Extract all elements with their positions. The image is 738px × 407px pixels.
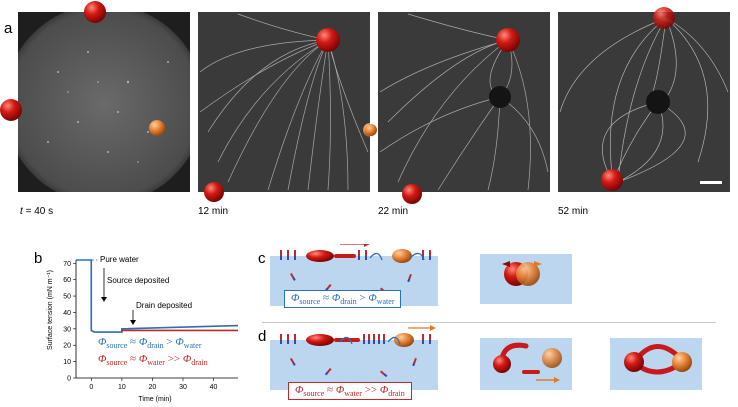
source-drop-c	[306, 250, 334, 262]
annotation-source: Source deposited	[107, 276, 169, 285]
panel-d-schematic	[270, 325, 702, 390]
source-drop-6	[601, 169, 623, 191]
source-film-c	[334, 254, 356, 258]
time-prefix: t =	[20, 206, 35, 217]
drain-blob-d	[542, 348, 562, 368]
panel-a-drops	[0, 1, 722, 204]
y-tick-label: 0	[67, 376, 71, 383]
merged-drain-c	[516, 262, 540, 286]
micro-frame-4	[558, 12, 730, 192]
panel-b-ineq-red: Φsource ≈ Φwater >> Φdrain	[98, 353, 208, 368]
source-blob-d	[493, 355, 511, 373]
curl-arrow-c2	[409, 252, 425, 261]
frame-4-time: 52 min	[558, 206, 589, 217]
micro-frame-2	[198, 12, 370, 192]
source-drop-1	[84, 1, 106, 23]
panel-b-ineq-blue: Φsource ≈ Φdrain > Φwater	[98, 336, 202, 351]
source-arrow-head	[101, 297, 107, 302]
push-arrow-right	[534, 261, 542, 267]
drain-blob-d3	[672, 352, 692, 372]
panel-divider	[262, 322, 716, 323]
push-arrow-left	[502, 261, 510, 267]
y-tick-label: 30	[63, 326, 71, 333]
annotation-drain: Drain deposited	[136, 301, 192, 310]
y-tick-label: 70	[63, 261, 71, 268]
panel-c-schematic	[270, 244, 572, 306]
surfactant-molecules-d	[280, 334, 431, 378]
y-axis-label: Surface tension (mN m⁻¹)	[47, 270, 54, 350]
frame-4-image	[558, 12, 730, 192]
frame-3-time: 22 min	[378, 206, 409, 217]
y-tick-label: 60	[63, 277, 71, 284]
x-tick-label: 0	[89, 384, 93, 391]
y-tick-label: 40	[63, 310, 71, 317]
panel-d-letter: d	[258, 328, 267, 345]
panel-c-letter: c	[258, 250, 266, 267]
source-drop-2	[0, 99, 22, 121]
series-line-2	[121, 329, 238, 333]
panel-a-letter: a	[4, 20, 13, 37]
micro-frame-1	[18, 12, 190, 192]
source-film-d	[334, 338, 360, 342]
x-tick-label: 10	[118, 384, 126, 391]
panel-d-box: Φsource ≈ Φwater >> Φdrain	[288, 382, 412, 401]
drain-drop-1	[149, 120, 165, 136]
drift-arrowhead-d	[554, 377, 560, 383]
series-line-1	[76, 259, 239, 333]
drain-drop-c	[392, 249, 412, 263]
source-drop-4	[402, 184, 422, 204]
frame-2-image	[198, 12, 370, 192]
source-drop-5	[653, 7, 675, 29]
scale-bar	[700, 181, 722, 184]
curl-arrow-d1	[339, 336, 353, 345]
frame-1-time: t = 40 s	[20, 206, 54, 217]
curl-arrow-c1	[369, 252, 383, 261]
micro-frame-3	[378, 12, 550, 192]
flow-arrowhead-d	[430, 325, 436, 331]
x-axis-label: Time (min)	[138, 396, 171, 403]
drain-drop-d	[394, 333, 414, 347]
drain-arrow-head	[130, 320, 136, 325]
curl-arrow-d2	[387, 336, 401, 345]
source-drop-d	[306, 334, 334, 346]
frame-3-image	[378, 12, 550, 192]
panel-c-box: Φsource ≈ Φdrain > Φwater	[284, 290, 402, 309]
flow-arrowhead-c	[364, 244, 370, 247]
annotation-pure-water: Pure water	[100, 255, 139, 264]
water-trough-d	[270, 340, 438, 390]
x-tick-label: 40	[210, 384, 218, 391]
source-blob-d3	[624, 352, 644, 372]
x-tick-label: 30	[179, 384, 187, 391]
y-tick-label: 10	[63, 359, 71, 366]
surface-tension-chart: 0 10 20 30 40 50 60 70 0 10 20 30 40 Surface tension…	[47, 255, 239, 403]
frame-1-image	[18, 12, 190, 192]
y-tick-label: 50	[63, 294, 71, 301]
x-tick-label: 20	[149, 384, 157, 391]
source-fragment-d	[522, 370, 540, 374]
panel-b-letter: b	[34, 250, 43, 267]
y-tick-label: 20	[63, 343, 71, 350]
drain-drop-2	[365, 124, 377, 136]
frame-2-time: 12 min	[198, 206, 229, 217]
source-drop-3	[204, 182, 224, 202]
